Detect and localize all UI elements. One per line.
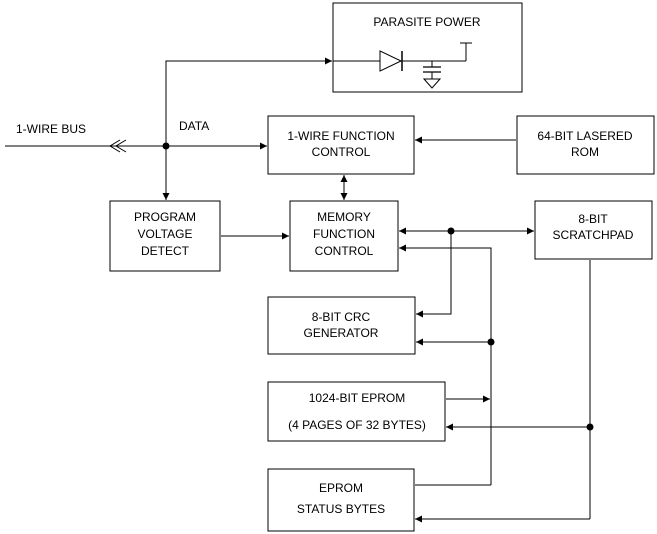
bus-label: 1-WIRE BUS xyxy=(16,122,86,136)
eprom-status-label-2: STATUS BYTES xyxy=(297,502,385,516)
junction-dot xyxy=(162,142,170,150)
junction-dot xyxy=(487,338,495,346)
capacitor-ground-icon xyxy=(422,61,442,89)
program-voltage-detect-label-3: DETECT xyxy=(141,244,190,258)
connection-lines xyxy=(5,57,591,523)
supply-icon xyxy=(460,42,472,61)
eprom-status-label-1: EPROM xyxy=(319,481,363,495)
junction-dot xyxy=(447,227,455,235)
crc-generator-block: 8-BIT CRC GENERATOR xyxy=(267,296,416,355)
program-voltage-detect-label-2: VOLTAGE xyxy=(138,227,193,241)
program-voltage-detect-block: PROGRAM VOLTAGE DETECT xyxy=(109,200,221,272)
eprom-label-2: (4 PAGES OF 32 BYTES) xyxy=(288,418,426,432)
memory-function-control-label-2: FUNCTION xyxy=(313,227,375,241)
data-label: DATA xyxy=(179,119,209,133)
memory-function-control-label-3: CONTROL xyxy=(315,244,374,258)
bus-chevron-icon xyxy=(109,139,127,153)
memory-function-control-block: MEMORY FUNCTION CONTROL xyxy=(289,200,399,272)
junction-dots xyxy=(162,142,594,431)
junction-dot xyxy=(586,423,594,431)
memory-function-control-label-1: MEMORY xyxy=(317,210,371,224)
wire-function-control-label-2: CONTROL xyxy=(312,145,371,159)
wire-function-control-block: 1-WIRE FUNCTION CONTROL xyxy=(267,115,415,175)
eprom-label-1: 1024-BIT EPROM xyxy=(309,391,405,405)
parasite-power-label: PARASITE POWER xyxy=(373,15,480,29)
lasered-rom-label-2: ROM xyxy=(571,145,599,159)
eprom-status-block: EPROM STATUS BYTES xyxy=(267,468,415,532)
crc-generator-label-1: 8-BIT CRC xyxy=(312,310,371,324)
crc-generator-label-2: GENERATOR xyxy=(304,326,379,340)
scratchpad-label-2: SCRATCHPAD xyxy=(553,228,634,242)
wire-function-control-label-1: 1-WIRE FUNCTION xyxy=(287,129,394,143)
scratchpad-label-1: 8-BIT xyxy=(578,212,608,226)
lasered-rom-label-1: 64-BIT LASERED xyxy=(537,129,632,143)
lasered-rom-block: 64-BIT LASERED ROM xyxy=(516,115,655,175)
scratchpad-block: 8-BIT SCRATCHPAD xyxy=(534,200,653,260)
eprom-block: 1024-BIT EPROM (4 PAGES OF 32 BYTES) xyxy=(267,381,446,442)
program-voltage-detect-label-1: PROGRAM xyxy=(134,210,196,224)
parasite-power-block: PARASITE POWER xyxy=(332,2,523,93)
